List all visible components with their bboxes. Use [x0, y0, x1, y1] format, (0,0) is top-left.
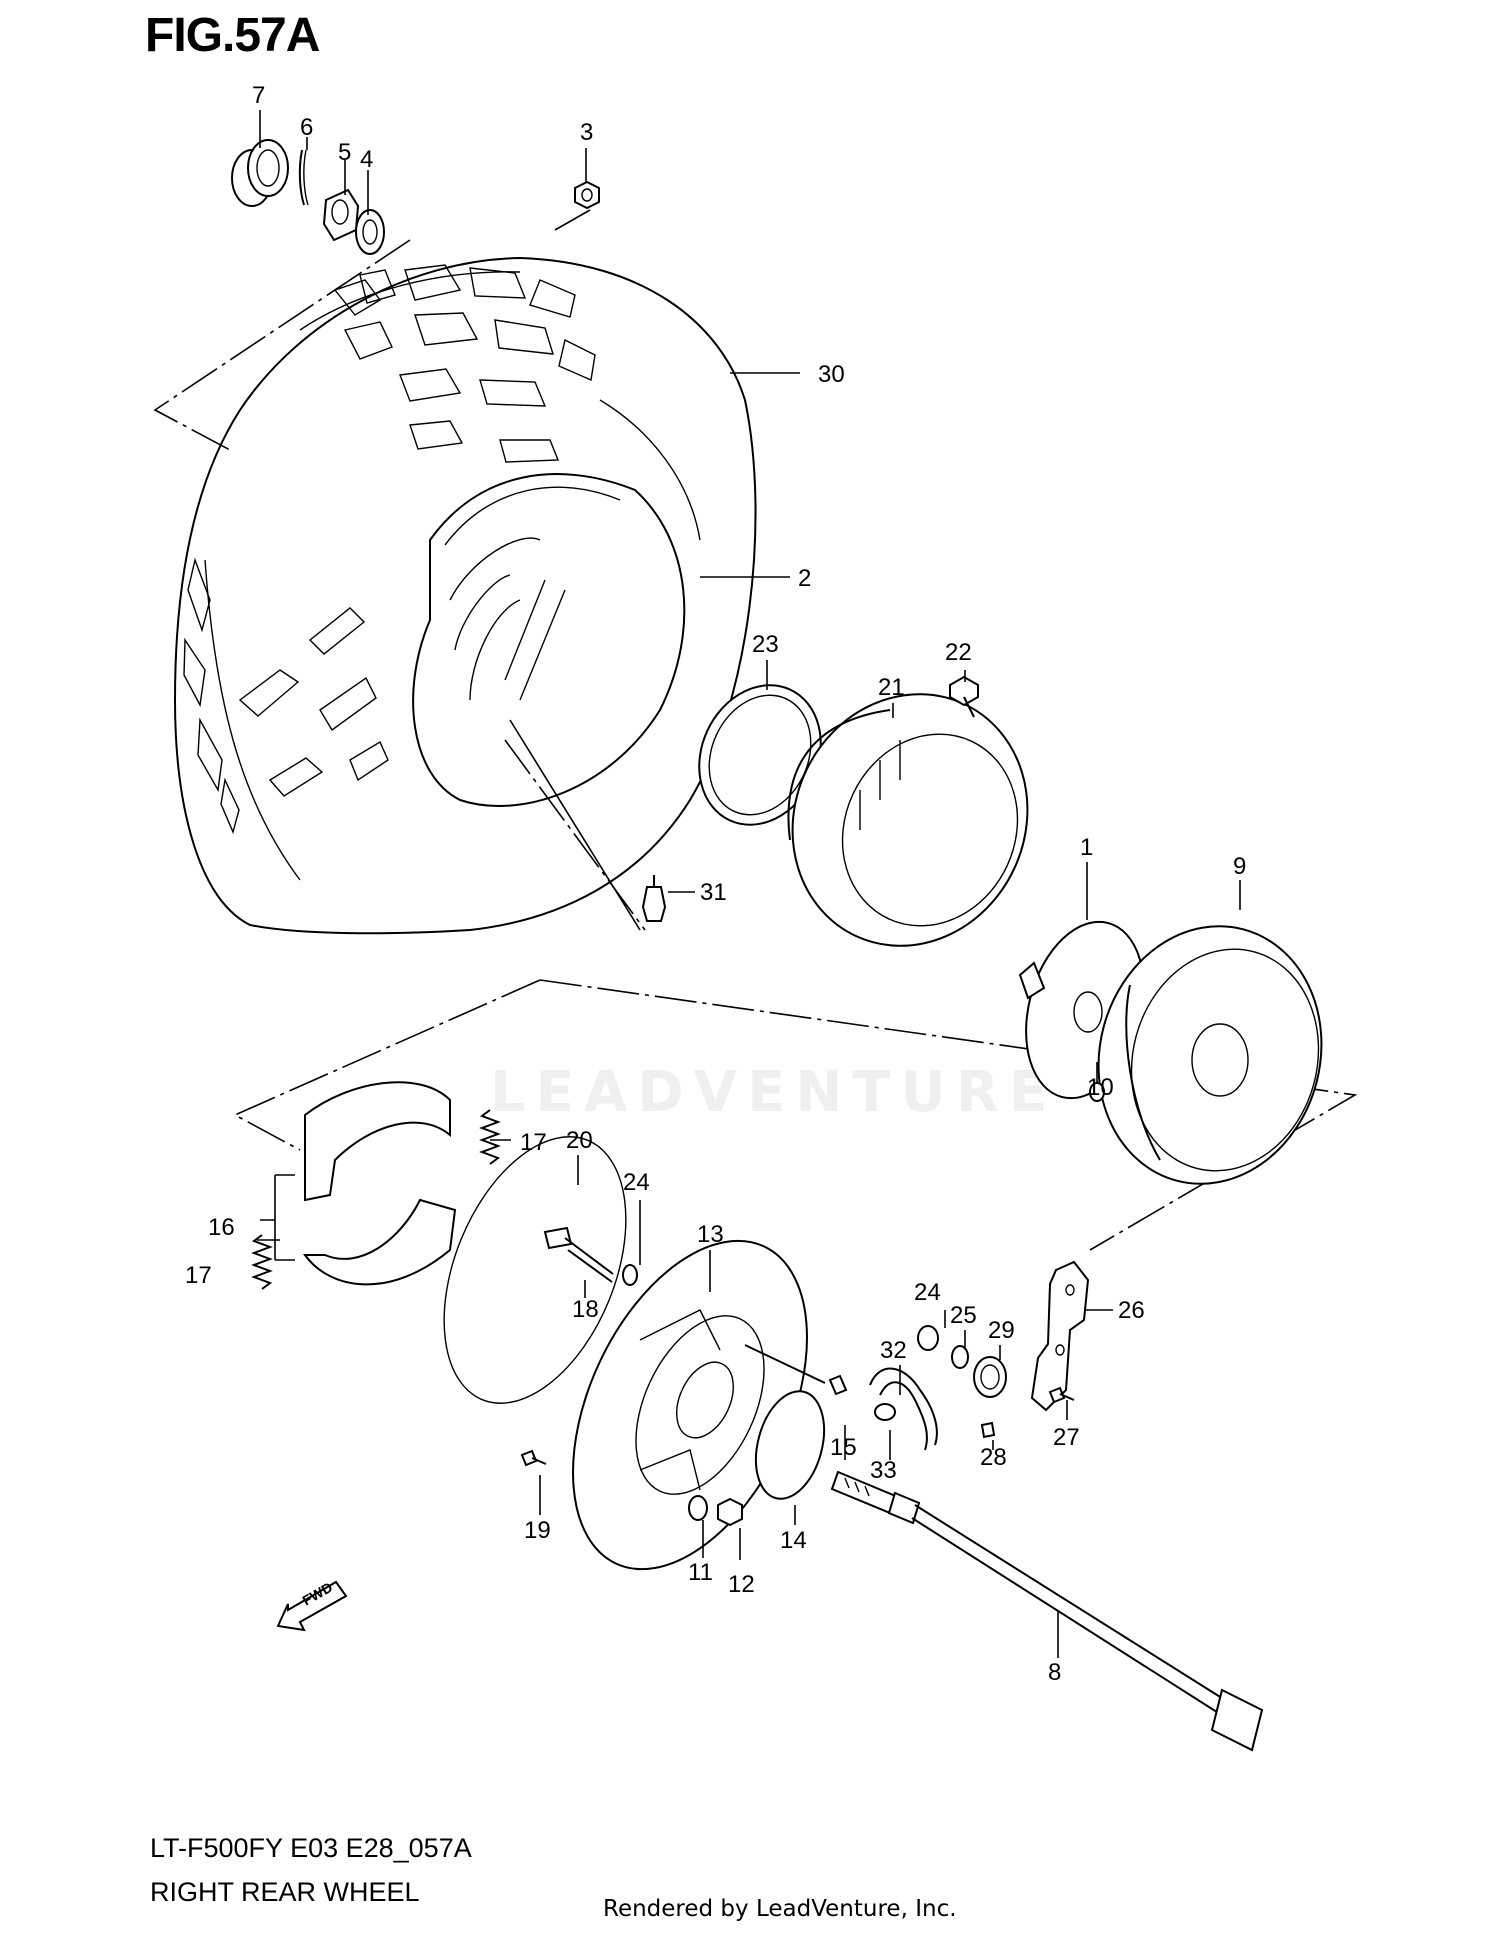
- callout-22: 22: [945, 639, 972, 666]
- cam-shaft-part-18[interactable]: [543, 1226, 614, 1283]
- callout-24-left: 24: [623, 1169, 650, 1196]
- callout-4: 4: [360, 146, 373, 173]
- callout-1: 1: [1080, 834, 1093, 861]
- callout-8: 8: [1048, 1659, 1061, 1686]
- callout-19: 19: [524, 1517, 551, 1544]
- cap-part-7[interactable]: [231, 139, 289, 207]
- figure-title: FIG.57A: [145, 9, 320, 62]
- callout-26: 26: [1118, 1297, 1145, 1324]
- spring-part-17-lower[interactable]: [251, 1234, 273, 1290]
- ring-part-24-right[interactable]: [917, 1325, 939, 1351]
- callout-14: 14: [780, 1527, 807, 1554]
- callout-32: 32: [880, 1337, 907, 1364]
- callout-28: 28: [980, 1444, 1007, 1471]
- leader-lines: [257, 110, 1241, 1658]
- callout-5: 5: [338, 139, 351, 166]
- callout-33: 33: [870, 1457, 897, 1484]
- callout-15: 15: [830, 1434, 857, 1461]
- callout-11: 11: [688, 1559, 713, 1586]
- o-ring-part-14[interactable]: [745, 1384, 835, 1507]
- callout-13: 13: [697, 1221, 724, 1248]
- fwd-arrow-icon: FWD: [276, 1579, 348, 1632]
- callout-7: 7: [252, 82, 265, 109]
- callout-25: 25: [950, 1302, 977, 1329]
- callout-30: 30: [818, 361, 845, 388]
- callout-labels: 7 6 5 4 3 30 2 23 21 22 1 9 10 31 17 16 …: [185, 82, 1246, 1686]
- callout-24-right: 24: [914, 1279, 941, 1306]
- washer-part-24-left[interactable]: [622, 1264, 638, 1286]
- callout-16: 16: [208, 1214, 235, 1241]
- callout-3: 3: [580, 119, 593, 146]
- callout-12: 12: [728, 1571, 755, 1598]
- spring-part-17-upper[interactable]: [479, 1109, 501, 1165]
- o-ring-part-20[interactable]: [408, 1110, 661, 1430]
- brake-drum-part-9[interactable]: [1070, 901, 1350, 1209]
- bolt-part-12[interactable]: [717, 1497, 743, 1527]
- callout-31: 31: [700, 879, 727, 906]
- callout-9: 9: [1233, 853, 1246, 880]
- tire-part-30[interactable]: [173, 256, 757, 935]
- hose-part-32[interactable]: [869, 1367, 938, 1451]
- assembly-lines: [153, 209, 1358, 1251]
- bolt-part-22[interactable]: [949, 675, 979, 718]
- callout-10: 10: [1087, 1074, 1114, 1101]
- castle-nut-part-5[interactable]: [322, 188, 360, 242]
- washer-part-11[interactable]: [688, 1495, 708, 1521]
- pin-part-28[interactable]: [980, 1421, 996, 1439]
- axle-shaft-part-8[interactable]: [830, 1470, 1264, 1752]
- callout-23: 23: [752, 631, 779, 658]
- callout-21: 21: [878, 674, 905, 701]
- screw-part-19[interactable]: [520, 1449, 547, 1467]
- callout-29: 29: [988, 1317, 1015, 1344]
- washer-part-25[interactable]: [951, 1345, 969, 1369]
- rendered-by: Rendered by LeadVenture, Inc.: [603, 1896, 957, 1922]
- callout-18: 18: [572, 1296, 599, 1323]
- callout-17-lower: 17: [185, 1262, 212, 1289]
- callout-27: 27: [1053, 1424, 1080, 1451]
- callout-17-upper: 17: [520, 1129, 547, 1156]
- lug-nut-part-3[interactable]: [574, 180, 600, 210]
- figure-name: RIGHT REAR WHEEL: [150, 1877, 420, 1907]
- model-code: LT-F500FY E03 E28_057A: [150, 1833, 472, 1863]
- clamp-part-33[interactable]: [874, 1403, 896, 1421]
- brake-shoes-part-16[interactable]: [260, 1081, 457, 1286]
- valve-part-31[interactable]: [641, 875, 667, 922]
- plug-part-15[interactable]: [828, 1374, 848, 1396]
- cotter-pin-part-6[interactable]: [298, 149, 309, 206]
- callout-20: 20: [566, 1127, 593, 1154]
- bolt-part-27[interactable]: [1048, 1386, 1075, 1404]
- callout-2: 2: [798, 565, 811, 592]
- clip-part-29[interactable]: [973, 1356, 1007, 1398]
- wheel-rim-part-2[interactable]: [412, 473, 686, 931]
- watermark: LEADVENTURE: [490, 1060, 1058, 1125]
- callout-6: 6: [300, 114, 313, 141]
- washer-part-4[interactable]: [355, 209, 385, 255]
